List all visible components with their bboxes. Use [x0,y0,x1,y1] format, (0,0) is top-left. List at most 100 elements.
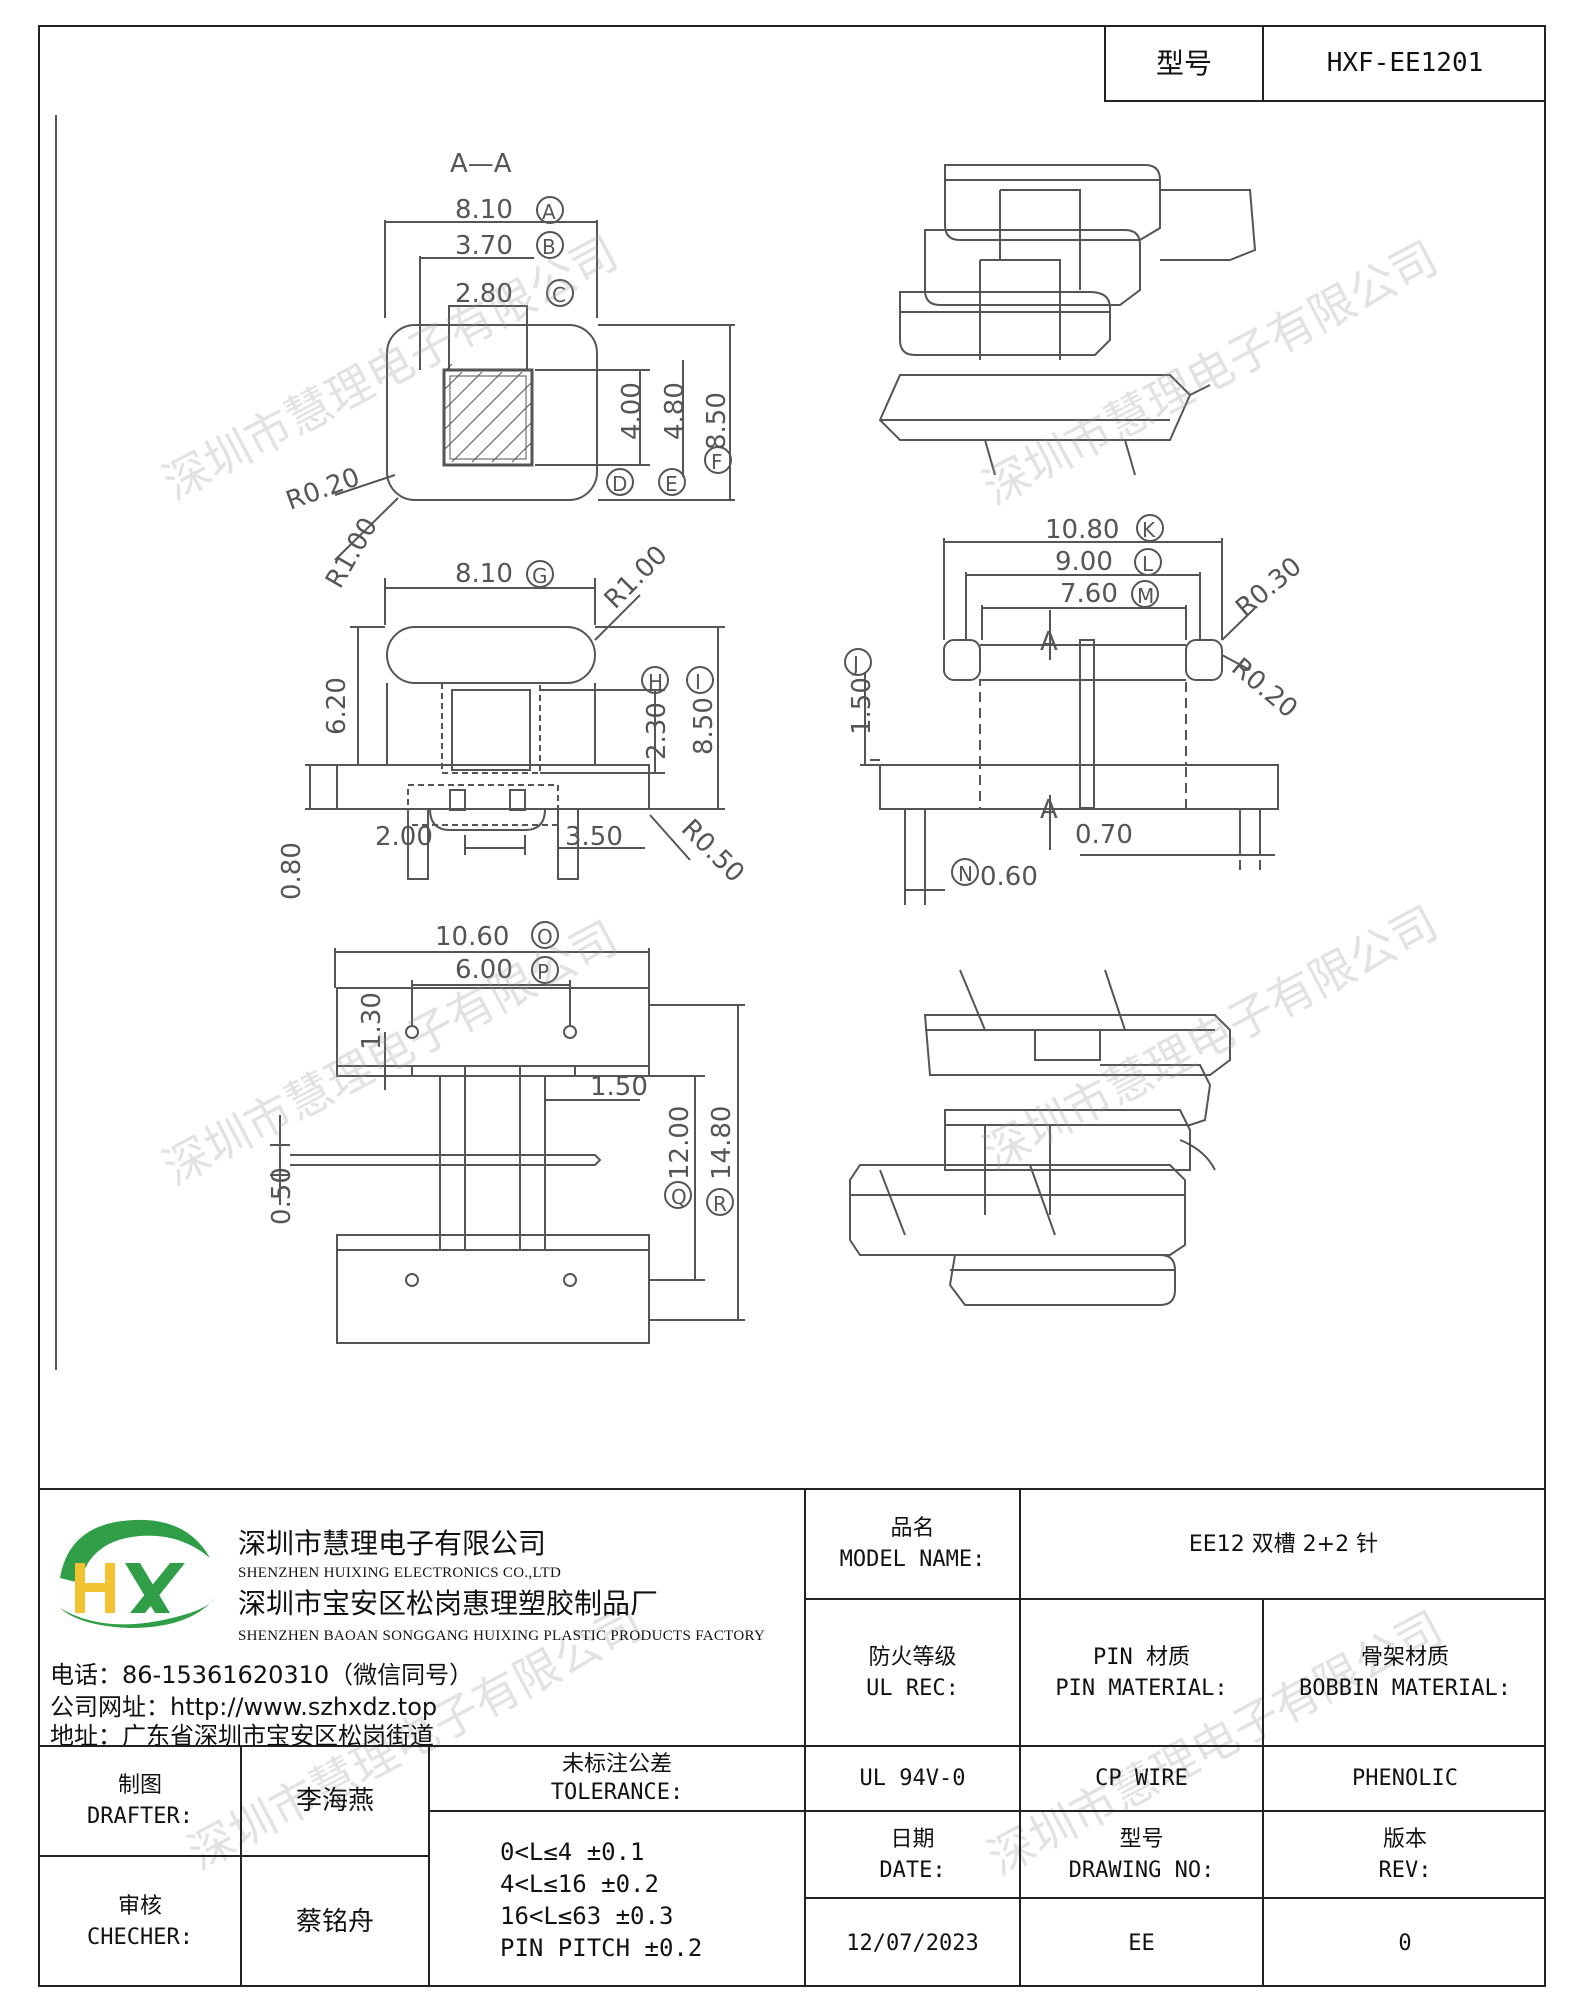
dim-v620: 6.20 [322,677,352,735]
bobbin-label: 骨架材质 BOBBIN MATERIAL: [1264,1600,1546,1745]
bobbin-label-en: BOBBIN MATERIAL: [1299,1675,1511,1701]
dim-h: 2.30 [642,702,672,760]
drafter-label-cn: 制图 [117,1773,162,1798]
dim-r020b: R0.20 [1226,652,1303,724]
dim-k: 10.80 [1045,515,1119,545]
drawing-frame [38,25,1546,1987]
dim-n: 0.60 [980,862,1038,892]
titleblock-line [806,1810,1546,1812]
dim-m-tag: M [1137,584,1154,608]
dim-r050: R0.50 [675,814,750,889]
tolerance-row: PIN PITCH ±0.2 [500,1933,703,1962]
titleblock-line [1262,1598,1264,1987]
dim-e1: 4.80 [660,382,690,440]
tolerance-label-en: TOLERANCE: [550,1779,684,1805]
dim-k-tag: K [1142,518,1156,542]
dim-v050: 0.50 [267,1167,297,1225]
rev-label: 版本 REV: [1264,1812,1546,1897]
dim-d-tag: D [612,472,627,496]
dim-r100b: R1.00 [599,540,674,615]
model-name-label: 品名 MODEL NAME: [806,1490,1019,1598]
drafter-value: 李海燕 [295,1785,374,1816]
rev-value: 0 [1398,1930,1412,1956]
dim-g: 8.10 [455,559,513,589]
factory-name-cn: 深圳市宝安区松岗惠理塑胶制品厂 [238,1587,659,1620]
titleblock-line [38,1745,1546,1747]
dim-v130: 1.30 [357,992,387,1050]
model-name-label-cn: 品名 [890,1516,935,1541]
dim-b-tag: B [542,235,556,259]
bobbin-label-cn: 骨架材质 [1360,1644,1449,1670]
drafter-label-en: DRAFTER: [87,1804,193,1829]
titleblock-border [38,1488,1546,1490]
dim-e-tag: E [665,472,678,496]
titleblock-line [806,1598,1546,1600]
dim-a: 8.10 [455,195,513,225]
date-label-en: DATE: [879,1857,946,1883]
dim-b: 3.70 [455,231,513,261]
tolerance-row: 0<L≤4 ±0.1 [500,1837,645,1866]
ul-label-cn: 防火等级 [868,1644,957,1670]
drawing-no-label-en: DRAWING NO: [1068,1857,1215,1883]
dim-g-tag: G [532,564,548,588]
company-phone: 电话：86-15361620310（微信同号） [50,1661,474,1689]
header-model-label: 型号 [1155,47,1212,80]
drawing-no-label: 型号 DRAWING NO: [1021,1812,1262,1897]
ul-value: UL 94V-0 [859,1766,966,1791]
factory-name-en: SHENZHEN BAOAN SONGGANG HUIXING PLASTIC … [238,1628,766,1644]
checker-label: 审核 CHECHER: [40,1857,240,1987]
drawing-no-label-cn: 型号 [1119,1826,1164,1852]
drafter-label: 制图 DRAFTER: [40,1747,240,1855]
dim-l: 9.00 [1055,547,1113,577]
dim-j-tag: J [851,652,859,676]
checker-label-cn: 审核 [117,1894,162,1919]
dim-v200: 2.00 [375,822,433,852]
rev-label-cn: 版本 [1382,1826,1427,1852]
company-logo-icon [60,1519,215,1628]
dim-r: 14.80 [707,1106,737,1180]
dim-v350: 3.50 [565,822,623,852]
titleblock-line [38,1855,430,1857]
dim-r030: R0.30 [1230,552,1307,624]
ul-label: 防火等级 UL REC: [806,1600,1019,1745]
dim-c: 2.80 [455,279,513,309]
dim-q: 12.00 [665,1106,695,1180]
checker-value: 蔡铭舟 [295,1906,374,1937]
titleblock-line [240,1745,242,1987]
dim-r020: R0.20 [282,462,364,516]
dim-r100: R1.00 [320,513,384,594]
section-label: A—A [450,149,512,179]
dim-d1: 4.00 [617,382,647,440]
dim-n-tag: N [958,862,973,886]
dim-f: 8.50 [702,392,732,450]
section-mark-top: A [1040,627,1058,657]
dim-q-tag: Q [671,1185,687,1209]
dim-v080: 0.80 [277,842,307,900]
header-divider [1104,25,1106,102]
dim-i-tag: I [695,670,701,694]
tolerance-label-cn: 未标注公差 [561,1751,672,1777]
header-divider [1262,25,1264,102]
drawing-no-value: EE [1128,1930,1155,1956]
titleblock-line [428,1745,430,1987]
date-value: 12/07/2023 [846,1930,979,1956]
pin-label-en: PIN MATERIAL: [1055,1675,1228,1701]
pin-value: CP WIRE [1095,1766,1188,1791]
company-name-cn: 深圳市慧理电子有限公司 [238,1527,547,1560]
titleblock-line [804,1488,806,1987]
tolerance-list: 0<L≤4 ±0.1 4<L≤16 ±0.2 16<L≤63 ±0.3 PIN … [430,1812,804,1987]
header-model-value: HXF-EE1201 [1326,48,1484,78]
date-label: 日期 DATE: [806,1812,1019,1897]
titleblock-line [1019,1488,1021,1987]
dim-a-tag: A [542,200,556,224]
company-address: 地址：广东省深圳市宝安区松岗街道 [50,1722,434,1750]
tolerance-row: 16<L≤63 ±0.3 [500,1901,674,1930]
dim-r-tag: R [713,1192,727,1216]
dim-v150: 1.50 [590,1072,648,1102]
bobbin-value: PHENOLIC [1352,1766,1458,1791]
dim-p-tag: P [537,960,549,984]
section-mark-bottom: A [1040,795,1058,825]
titleblock-line [430,1810,806,1812]
dim-j: 1.50 [847,677,877,735]
checker-label-en: CHECHER: [87,1925,193,1950]
